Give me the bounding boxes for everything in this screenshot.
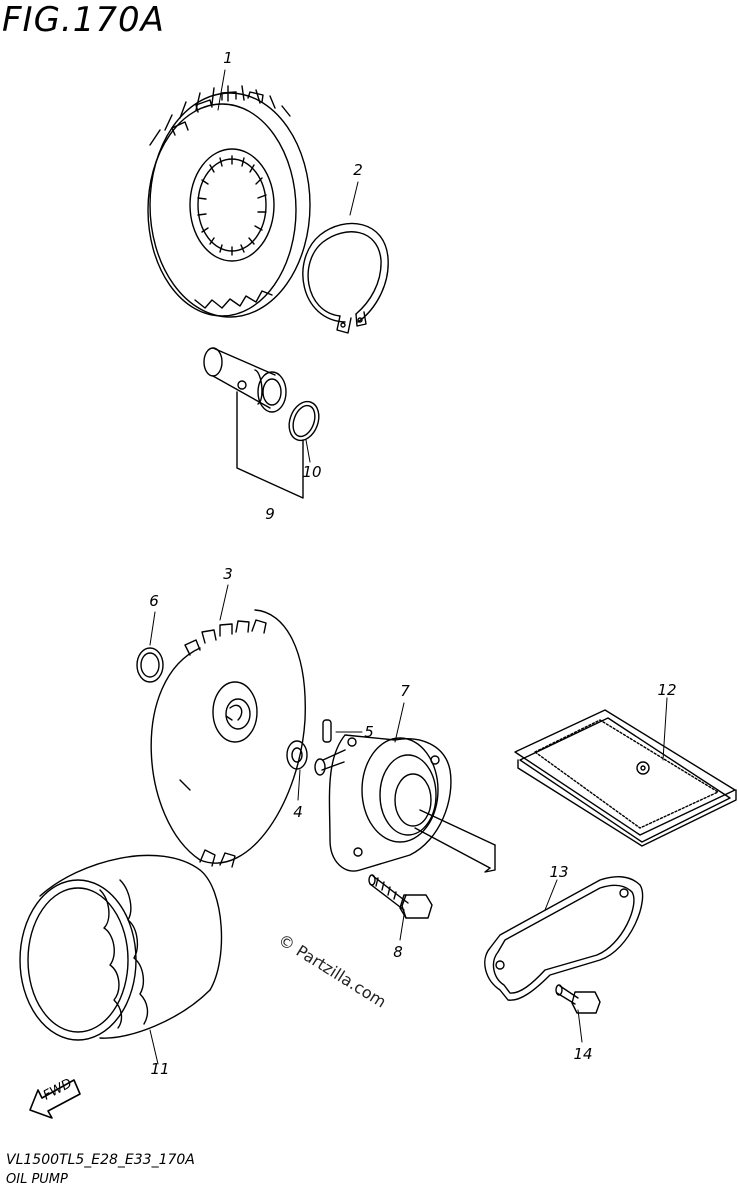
- bolt-plate-drawing: [555, 984, 601, 1014]
- callout-13: 13: [549, 863, 569, 881]
- callout-4: 4: [293, 803, 303, 821]
- circlip-small-drawing: [136, 647, 164, 683]
- oil-strainer-drawing: [514, 709, 737, 847]
- callout-2: 2: [353, 161, 363, 179]
- pipe-drawing: [203, 347, 304, 499]
- oil-filter-drawing: [19, 854, 223, 1041]
- callout-3: 3: [223, 565, 233, 583]
- oil-pump-drawing: [314, 734, 496, 873]
- washer-drawing: [286, 740, 308, 770]
- callout-8: 8: [393, 943, 403, 961]
- callout-12: 12: [657, 681, 677, 699]
- leader-lines: [149, 69, 668, 1065]
- fwd-arrow-icon: [29, 1079, 81, 1119]
- figure-code: VL1500TL5_E28_E33_170A: [6, 1152, 195, 1168]
- o-ring-drawing: [288, 400, 320, 442]
- plate-drawing: [484, 876, 644, 1001]
- callout-1: 1: [223, 49, 233, 67]
- gear-pump-drive-drawing: [150, 609, 306, 868]
- callout-7: 7: [400, 682, 410, 700]
- figure-title: FIG.170A: [2, 0, 165, 40]
- circlip-drawing: [302, 222, 389, 334]
- callout-14: 14: [573, 1045, 593, 1063]
- bolt-pump-drawing: [368, 874, 433, 919]
- callout-5: 5: [364, 723, 374, 741]
- callout-11: 11: [150, 1060, 170, 1078]
- gear-driven-drawing: [147, 85, 311, 318]
- callout-9: 9: [265, 505, 275, 523]
- figure-name: OIL PUMP: [6, 1172, 68, 1187]
- callout-6: 6: [149, 592, 159, 610]
- pin-drawing: [322, 719, 332, 743]
- callout-10: 10: [302, 463, 322, 481]
